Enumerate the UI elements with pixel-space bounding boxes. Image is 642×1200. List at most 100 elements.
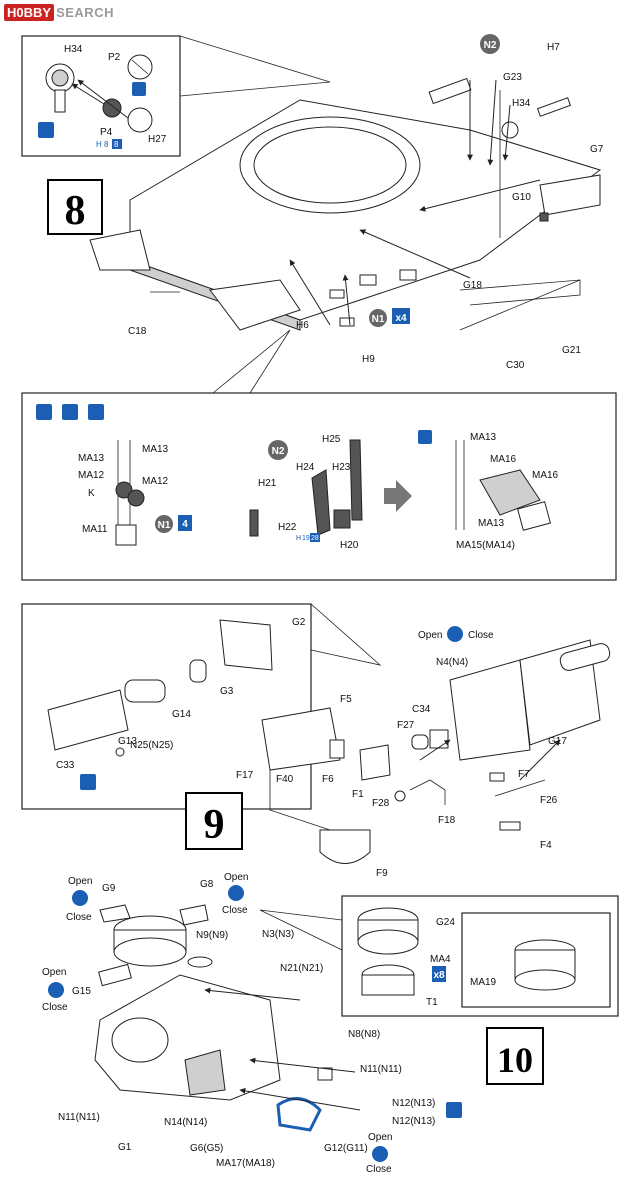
svg-text:T1: T1 [426, 997, 438, 1008]
svg-text:Close: Close [222, 905, 248, 916]
svg-text:G14: G14 [172, 709, 191, 720]
part-f28 [394, 790, 406, 802]
svg-text:G8: G8 [200, 879, 214, 890]
part-n1 [359, 274, 377, 286]
label-g21: G21 [562, 345, 581, 356]
door-g12 [276, 1097, 322, 1132]
part-g14 [124, 679, 166, 703]
svg-text:N12(N13): N12(N13) [392, 1098, 435, 1109]
svg-text:H22: H22 [278, 522, 297, 533]
glue-icon [62, 404, 78, 420]
part-g2 [219, 619, 273, 671]
svg-text:MA13: MA13 [78, 453, 105, 464]
svg-text:Close: Close [42, 1002, 68, 1013]
svg-text:G13: G13 [118, 736, 137, 747]
callout-pointer [179, 35, 331, 97]
svg-text:G17: G17 [548, 736, 567, 747]
svg-text:F7: F7 [518, 769, 530, 780]
part-f27 [411, 734, 429, 750]
svg-text:G3: G3 [220, 686, 234, 697]
part-f26 [494, 779, 546, 797]
svg-text:Close: Close [468, 630, 494, 641]
step-9-detail-box [21, 603, 312, 810]
svg-text:H: H [296, 535, 301, 542]
brush-icon [36, 404, 52, 420]
svg-text:G12(G11): G12(G11) [324, 1143, 368, 1154]
label-g10: G10 [512, 192, 531, 203]
svg-text:MA16: MA16 [490, 454, 517, 465]
svg-text:F9: F9 [376, 868, 388, 879]
part-g3 [189, 659, 207, 683]
svg-text:MA17(MA18): MA17(MA18) [216, 1158, 275, 1169]
svg-text:N12(N13): N12(N13) [392, 1116, 435, 1127]
svg-text:H21: H21 [258, 478, 277, 489]
svg-text:G24: G24 [436, 917, 455, 928]
step-9-section: G2 G3 G14 G13 N25(N25) C33 Open Close N4… [21, 603, 611, 879]
svg-text:Open: Open [418, 630, 442, 641]
part-f1 [359, 744, 391, 781]
svg-text:Open: Open [224, 872, 248, 883]
label-h34: H34 [64, 44, 83, 55]
step-10-box [486, 1027, 544, 1085]
svg-text:N11(N11): N11(N11) [360, 1064, 402, 1075]
gun-barrel [559, 643, 611, 671]
svg-text:G1: G1 [118, 1142, 132, 1153]
svg-text:8: 8 [104, 140, 109, 149]
label-g18: G18 [463, 280, 482, 291]
part-h9 [339, 317, 355, 327]
svg-text:N1: N1 [158, 520, 171, 531]
rim-h27 [127, 107, 153, 133]
rail-g21 [459, 279, 581, 306]
step-9-number: 9 [204, 802, 225, 848]
svg-text:x8: x8 [433, 970, 445, 981]
svg-text:K: K [88, 488, 95, 499]
svg-text:C33: C33 [56, 760, 75, 771]
watermark-part1: H0BBY [4, 3, 55, 21]
step-8-box [47, 179, 103, 235]
svg-text:G15: G15 [72, 986, 91, 997]
part-g10 [539, 212, 549, 222]
svg-text:H: H [96, 140, 102, 149]
svg-text:MA12: MA12 [78, 470, 105, 481]
label-c30: C30 [506, 360, 525, 371]
svg-text:Open: Open [68, 876, 92, 887]
svg-text:F27: F27 [397, 720, 415, 731]
brush-icon [38, 122, 54, 138]
svg-text:G6(G5): G6(G5) [190, 1143, 223, 1154]
svg-text:N2: N2 [272, 446, 285, 457]
warning-icon [80, 774, 96, 790]
svg-text:N11(N11): N11(N11) [58, 1112, 100, 1123]
svg-text:G2: G2 [292, 617, 306, 628]
glue-icon [418, 430, 432, 444]
svg-text:N1: N1 [372, 314, 385, 325]
svg-text:N2: N2 [484, 40, 497, 51]
svg-text:G9: G9 [102, 883, 116, 894]
marker-n1 [369, 309, 387, 327]
step-10-detail-box [341, 895, 619, 1017]
svg-text:F18: F18 [438, 815, 456, 826]
part-n9 [187, 956, 213, 968]
open-close-icon [447, 626, 463, 642]
svg-text:N14(N14): N14(N14) [164, 1117, 207, 1128]
svg-text:MA13: MA13 [142, 444, 169, 455]
svg-text:MA16: MA16 [532, 470, 559, 481]
label-h27: H27 [148, 134, 167, 145]
hatch-g8 [179, 904, 209, 926]
svg-text:N8(N8): N8(N8) [348, 1029, 380, 1040]
svg-text:19: 19 [302, 535, 310, 542]
svg-text:MA19: MA19 [470, 977, 497, 988]
part-h34 [501, 121, 519, 139]
svg-text:8: 8 [114, 140, 119, 149]
svg-text:F6: F6 [322, 774, 334, 785]
svg-text:H25: H25 [322, 434, 341, 445]
step-10-section: Open Close G9 G8 Open Close N9(N9) N3(N3… [42, 872, 619, 1175]
svg-text:F28: F28 [372, 798, 390, 809]
label-h7: H7 [547, 42, 560, 53]
svg-text:Open: Open [42, 967, 66, 978]
svg-text:N3(N3): N3(N3) [262, 929, 294, 940]
svg-text:N25(N25): N25(N25) [130, 740, 173, 751]
step-10-number: 10 [497, 1040, 533, 1080]
svg-text:F26: F26 [540, 795, 558, 806]
mantlet-g17 [449, 659, 531, 761]
